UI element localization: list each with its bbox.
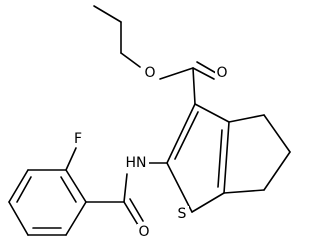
bond-c3a-c4 (228, 114, 265, 123)
bond-ar-3 (8, 169, 29, 203)
molecular-structure: F O O HN S O (8, 5, 291, 240)
atom-label-sulfur: S (178, 206, 187, 222)
thiophene-ring (166, 103, 230, 213)
atom-label-amide-oxygen: O (138, 224, 149, 240)
bond-c3-c3a (194, 103, 230, 123)
bond-c6-c6a (223, 189, 265, 194)
ester-group (159, 61, 217, 105)
bond-ar-inner-1 (60, 176, 77, 203)
bond-s-c2 (166, 162, 193, 213)
bond-c6a-s (191, 192, 225, 213)
bond-c5-c6 (263, 151, 291, 191)
cyclopentane-ring (223, 114, 291, 194)
bond-o-c-ester (159, 67, 194, 80)
bond-c-f (65, 147, 77, 171)
propyl-chain (93, 5, 141, 68)
atom-label-amine: HN (126, 155, 147, 171)
bond-propyl-1 (93, 5, 122, 23)
bond-ar-1 (65, 169, 87, 203)
atom-label-carbonyl-oxygen: O (216, 65, 227, 81)
bond-c-ring (192, 67, 196, 105)
bond-ar-inner-2 (16, 176, 32, 203)
bond-amide-c-o-b (129, 198, 144, 222)
atom-label-fluorine: F (74, 131, 82, 147)
atom-labels: F O O HN S O (71, 65, 229, 240)
bond-n-c-amide (123, 173, 128, 203)
fluorobenzene-ring (8, 147, 87, 236)
bond-c-o-double-b (196, 61, 217, 74)
amide-group (85, 162, 168, 226)
atom-label-ester-oxygen: O (144, 65, 155, 81)
bond-amide-c-o-a (123, 201, 139, 226)
bond-c3a-c6a (223, 121, 230, 194)
bond-c4-c5 (263, 114, 291, 153)
bond-propyl-3 (120, 52, 141, 68)
bond-c3a-c6a-inner (217, 129, 223, 188)
bond-ar-6 (65, 201, 87, 236)
bond-c-o-double-a (192, 67, 215, 80)
bond-c2-c3 (166, 103, 196, 164)
bond-ar-4 (8, 201, 29, 236)
bond-c2-c3-inner (174, 111, 199, 160)
